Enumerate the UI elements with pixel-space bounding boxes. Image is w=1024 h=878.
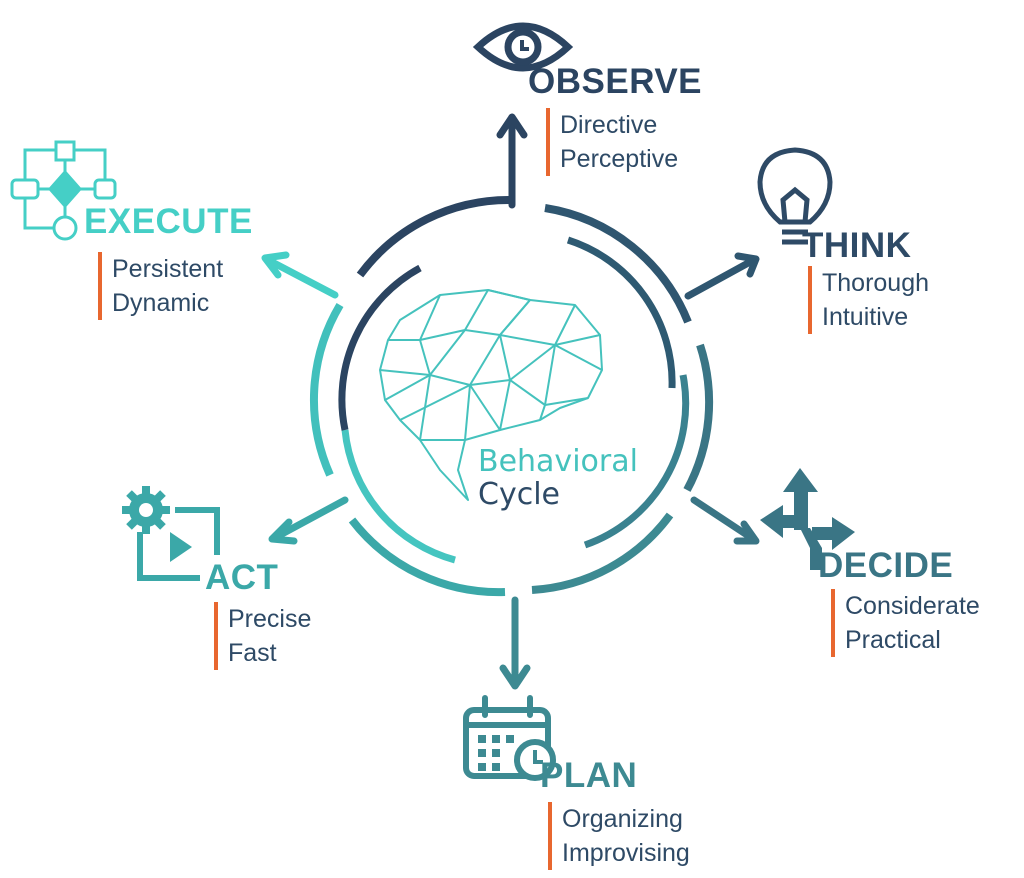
trait-think-1: Thorough (822, 269, 930, 297)
trait-act-2: Fast (228, 639, 277, 667)
center-title-cycle: Cycle (478, 477, 560, 512)
ring-segment-decide-plan (531, 512, 674, 594)
eye-icon (472, 22, 574, 72)
trait-execute-1: Persistent (112, 255, 224, 283)
traits-think: Thorough Intuitive (808, 266, 929, 334)
arrow-execute (261, 251, 339, 299)
ring-segment-observe-think (544, 204, 692, 324)
trait-decide-1: Considerate (845, 592, 980, 620)
traits-observe: Directive Perceptive (546, 108, 678, 176)
inner-ring-arc-4 (338, 264, 422, 431)
traits-decide: Considerate Practical (831, 589, 980, 657)
arrow-think (684, 252, 760, 300)
stage-title-plan: PLAN (540, 756, 638, 795)
cycle-ring (309, 195, 714, 597)
split-arrows-icon (760, 468, 855, 570)
calendar-clock-icon (463, 695, 556, 781)
trait-plan-1: Organizing (562, 805, 683, 833)
trait-act-1: Precise (228, 605, 312, 633)
trait-observe-1: Directive (560, 111, 658, 139)
ring-segment-execute-observe (356, 195, 513, 278)
stage-title-execute: EXECUTE (84, 202, 253, 241)
brain-icon (379, 289, 603, 501)
center-title-behavioral: Behavioral (478, 444, 638, 479)
ring-segment-act-execute (309, 302, 344, 477)
flowchart-icon (10, 140, 117, 241)
inner-ring (338, 236, 690, 564)
traits-execute: Persistent Dynamic (98, 252, 223, 320)
arrow-observe (496, 113, 528, 209)
arrow-plan (499, 596, 531, 690)
inner-ring-arc-2 (583, 374, 690, 549)
ring-segment-plan-act (348, 517, 506, 597)
stage-title-act: ACT (205, 558, 279, 597)
arrow-decide (690, 496, 760, 545)
arrow-act (268, 496, 349, 545)
trait-think-2: Intuitive (822, 303, 909, 331)
gear-play-icon (122, 486, 220, 581)
stage-title-decide: DECIDE (818, 546, 954, 585)
stage-arrows (261, 113, 760, 690)
ring-segment-think-decide (683, 343, 714, 492)
trait-decide-2: Practical (845, 626, 941, 654)
inner-ring-arc-3 (341, 429, 456, 564)
inner-ring-arc-1 (566, 236, 676, 389)
trait-observe-2: Perceptive (560, 145, 679, 173)
lightbulb-icon (757, 147, 833, 245)
traits-act: Precise Fast (214, 602, 311, 670)
trait-execute-2: Dynamic (112, 289, 210, 317)
trait-plan-2: Improvising (562, 839, 690, 867)
traits-plan: Organizing Improvising (548, 802, 690, 870)
stage-title-observe: OBSERVE (528, 62, 703, 101)
stage-title-think: THINK (802, 226, 912, 265)
